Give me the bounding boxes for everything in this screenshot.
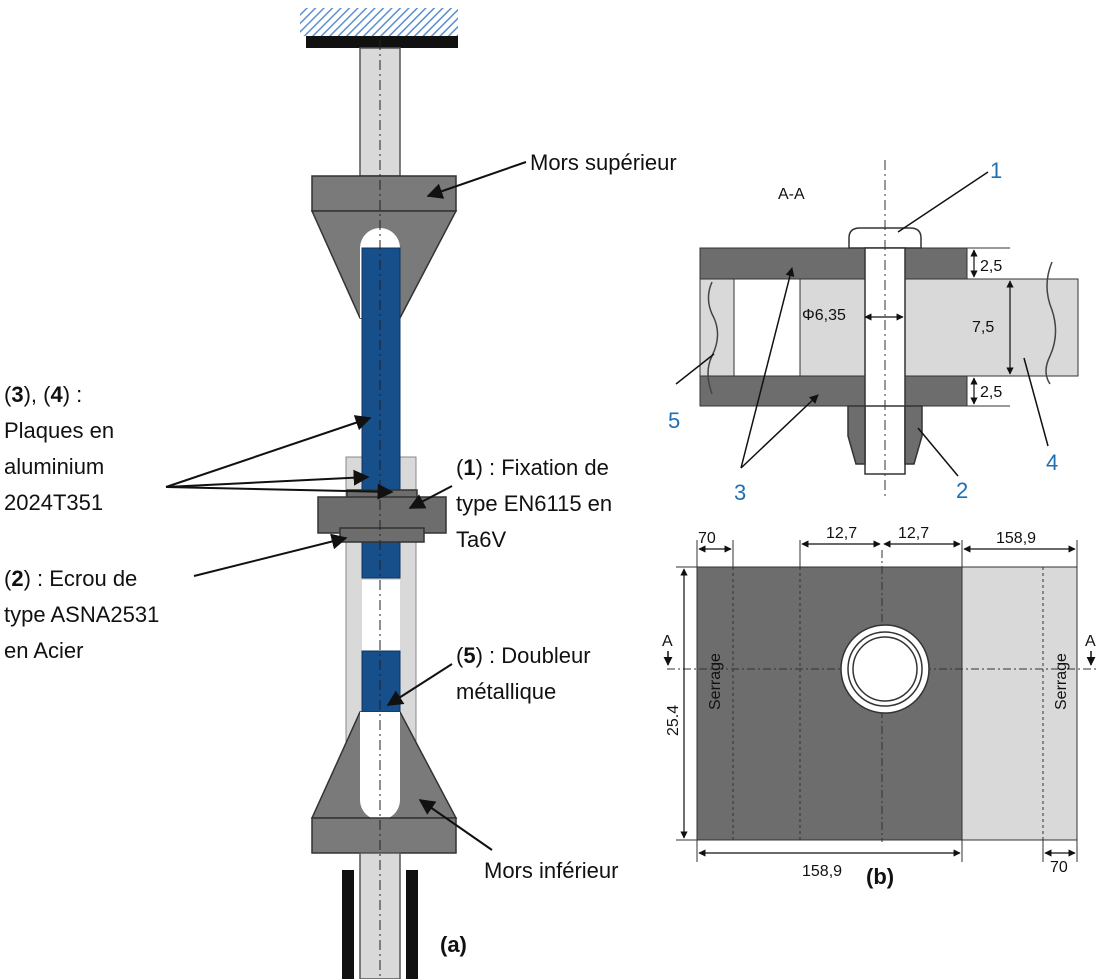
fixed-support-base: [306, 36, 458, 48]
label-plates-line2: Plaques en: [4, 418, 114, 443]
label-doubleur: (5) : Doubleur: [456, 643, 591, 668]
section-mark-right: A: [1085, 633, 1096, 650]
dim-t-bot: 2,5: [980, 384, 1002, 401]
plan-view: [667, 550, 1097, 842]
bolt-head-circle: [852, 636, 918, 702]
dim-t-top: 2,5: [980, 258, 1002, 275]
dim-half-right: 12,7: [898, 525, 929, 542]
break-line-right: [1045, 261, 1057, 385]
label-ecrou-line2: type ASNA2531: [4, 602, 159, 627]
leader-plates-2: [165, 469, 370, 488]
leader-mors-superieur: [426, 161, 527, 199]
label-plates: (3), (4) :: [4, 382, 82, 407]
leader-callout-3b: [740, 394, 819, 469]
label-fixation: (1) : Fixation de: [456, 455, 609, 480]
plate-num-4: 4: [50, 382, 63, 407]
section-bot-plate-left: [699, 375, 866, 407]
callout-5: 5: [668, 408, 680, 433]
dim-left-70: 70: [698, 530, 716, 547]
dim-half-left: 12,7: [826, 525, 857, 542]
dim-right-158: 158,9: [996, 530, 1036, 547]
clamp-left: Serrage: [707, 653, 724, 710]
ecrou-line1-suffix: : Ecrou de: [31, 566, 137, 591]
section-top-plate-right: [904, 247, 968, 280]
dim-bottom-158: 158,9: [802, 863, 842, 880]
leader-callout-5: [675, 353, 715, 385]
leader-callout-4: [1023, 357, 1049, 447]
doubleur-num: 5: [463, 643, 475, 668]
fixation-line1-suffix: : Fixation de: [483, 455, 609, 480]
leader-callout-3a: [740, 267, 795, 469]
label-mors-superieur: Mors supérieur: [530, 150, 677, 175]
section-mark-left: A: [662, 633, 673, 650]
leader-mors-inferieur: [418, 799, 493, 851]
callout-4: 4: [1046, 450, 1058, 475]
leader-plates-1: [165, 415, 372, 488]
label-fixation-line3: Ta6V: [456, 527, 506, 552]
dim-width: 25.4: [665, 705, 682, 736]
leader-ecrou: [193, 533, 348, 577]
label-fixation-line2: type EN6115 en: [456, 491, 612, 516]
label-ecrou: (2) : Ecrou de: [4, 566, 137, 591]
label-mors-inferieur: Mors inférieur: [484, 858, 618, 883]
break-line-left: [707, 281, 719, 395]
leader-fixation: [408, 485, 453, 509]
test-rig: [300, 8, 458, 979]
dim-diameter: Φ6,35: [802, 307, 846, 324]
caption-a: (a): [440, 932, 467, 957]
fixation-num: 1: [463, 455, 475, 480]
plate-line1-suffix: :: [70, 382, 82, 407]
section-title: A-A: [778, 186, 805, 203]
load-cell-left: [342, 870, 354, 979]
label-plates-line3: aluminium: [4, 454, 104, 479]
leader-callout-1: [897, 171, 989, 233]
leader-doubleur: [386, 663, 453, 706]
label-plates-line4: 2024T351: [4, 490, 103, 515]
leader-plates-3: [165, 483, 394, 500]
plan-light-plate: [961, 566, 1078, 841]
leader-callout-2: [917, 427, 959, 477]
section-bolt-head: [848, 227, 922, 249]
label-doubleur-line2: métallique: [456, 679, 556, 704]
caption-b: (b): [866, 864, 894, 889]
plan-dark-plate: [696, 566, 963, 841]
clamp-right: Serrage: [1053, 653, 1070, 710]
nut: [339, 527, 425, 543]
dim-t-mid: 7,5: [972, 319, 994, 336]
label-ecrou-line3: en Acier: [4, 638, 84, 663]
load-cell-right: [406, 870, 418, 979]
callout-2: 2: [956, 478, 968, 503]
section-top-plate-left: [699, 247, 866, 280]
dim-bottom-70: 70: [1050, 859, 1068, 876]
doubleur-line1-suffix: : Doubleur: [483, 643, 591, 668]
section-view: [699, 160, 1079, 500]
callout-3: 3: [734, 480, 746, 505]
callout-1: 1: [990, 158, 1002, 183]
lower-grip-block: [311, 817, 457, 854]
section-bot-plate-right: [904, 375, 968, 407]
section-plate-4: [799, 278, 1079, 377]
ecrou-num: 2: [11, 566, 23, 591]
section-nut: [847, 405, 923, 465]
plate-num-3: 3: [11, 382, 23, 407]
fixed-support-hatch: [300, 8, 458, 36]
